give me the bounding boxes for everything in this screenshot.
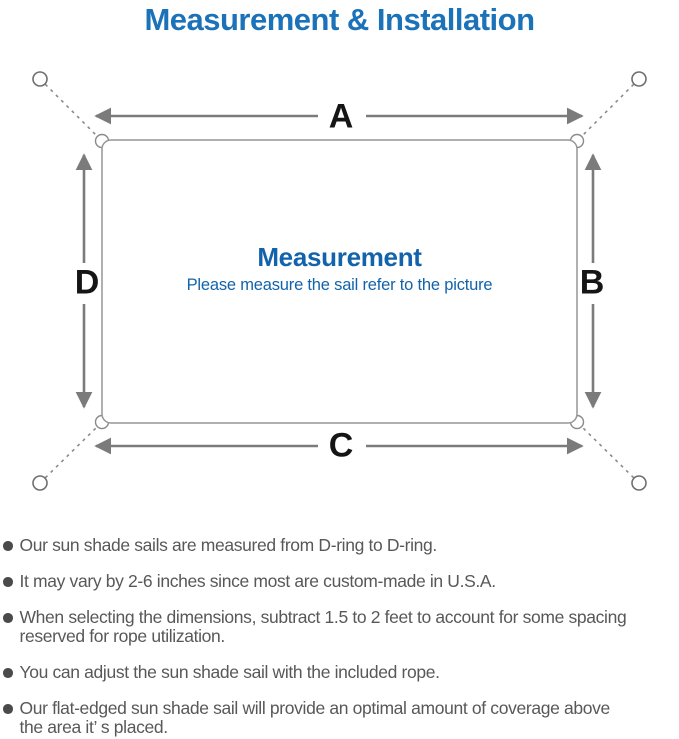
list-item: You can adjust the sun shade sail with t… <box>3 663 674 682</box>
sail-diagram-graphic <box>32 71 647 491</box>
note-text: Our flat-edged sun shade sail will provi… <box>19 698 611 737</box>
note-text: You can adjust the sun shade sail with t… <box>19 662 440 682</box>
bullet-dot-icon <box>3 577 13 587</box>
diagram-center-text: Measurement Please measure the sail refe… <box>0 242 679 295</box>
note-text: Our sun shade sails are measured from D-… <box>19 535 438 555</box>
diagram-center-title: Measurement <box>257 242 422 272</box>
bullet-dot-icon <box>3 541 13 551</box>
bullet-dot-icon <box>3 668 13 678</box>
dimension-label-c: C <box>328 426 354 465</box>
notes-list: Our sun shade sails are measured from D-… <box>3 536 674 739</box>
dimension-label-b: B <box>579 263 605 302</box>
diagram-center-subtitle: Please measure the sail refer to the pic… <box>186 276 493 294</box>
list-item: When selecting the dimensions, subtract … <box>3 608 674 646</box>
list-item: Our flat-edged sun shade sail will provi… <box>3 699 674 737</box>
dimension-label-a: A <box>328 97 354 136</box>
list-item: It may vary by 2-6 inches since most are… <box>3 572 674 591</box>
anchor-ring-icon <box>32 71 647 491</box>
shade-sail-outline <box>101 139 578 424</box>
list-item: Our sun shade sails are measured from D-… <box>3 536 674 555</box>
dimension-label-d: D <box>74 263 100 302</box>
note-text: When selecting the dimensions, subtract … <box>19 607 627 646</box>
bullet-dot-icon <box>3 613 13 623</box>
measurement-diagram: A B C D Measurement Please measure the s… <box>0 71 679 491</box>
bullet-dot-icon <box>3 704 13 714</box>
page-title: Measurement & Installation <box>144 2 535 37</box>
note-text: It may vary by 2-6 inches since most are… <box>19 571 497 591</box>
